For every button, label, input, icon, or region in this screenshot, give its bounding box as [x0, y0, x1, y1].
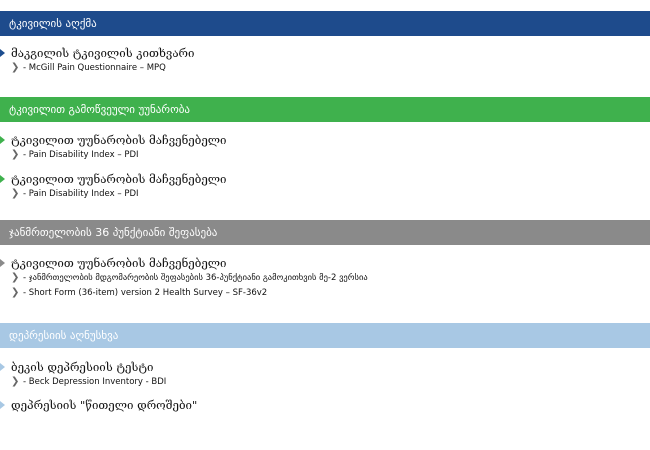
item-title-row: ტკივილით უუნარობის მაჩვენებელი [0, 172, 650, 186]
item-title: ტკივილით უუნარობის მაჩვენებელი [11, 172, 227, 186]
triangle-bullet-icon [0, 401, 5, 409]
triangle-bullet-icon [0, 136, 5, 144]
section-header-sf36[interactable]: ჯანმრთელობის 36 პუნქტიანი შეფასება [0, 220, 650, 245]
triangle-bullet-icon [0, 259, 5, 267]
item-subtitle-row: ❯- ჯანმრთელობის მდგომარეობის შეფასების 3… [0, 271, 650, 285]
item-title-row: ტკივილით უუნარობის მაჩვენებელი [0, 133, 650, 147]
chevron-right-icon: ❯ [11, 62, 20, 73]
triangle-bullet-icon [0, 49, 5, 57]
list-item-pdi-1[interactable]: ტკივილით უუნარობის მაჩვენებელი ❯- Pain D… [0, 133, 650, 162]
chevron-right-icon: ❯ [11, 149, 20, 160]
section-title: დეპრესიის აღნუსხვა [9, 329, 119, 342]
item-subtitle: - Beck Depression Inventory - BDI [23, 377, 167, 387]
section-header-pain-disability[interactable]: ტკივილით გამოწვეული უუნარობა [0, 97, 650, 122]
list-item-red-flags[interactable]: დეპრესიის "წითელი დროშები" [0, 398, 650, 412]
item-subtitle: - ჯანმრთელობის მდგომარეობის შეფასების 36… [23, 273, 368, 283]
chevron-right-icon: ❯ [11, 287, 20, 298]
item-title-row: ტკივილით უუნარობის მაჩვენებელი [0, 256, 650, 270]
item-subtitle: - Pain Disability Index – PDI [23, 189, 139, 199]
item-title: ბეკის დეპრესიის ტესტი [11, 360, 154, 374]
item-title: ტკივილით უუნარობის მაჩვენებელი [11, 133, 227, 147]
item-subtitle: - McGill Pain Questionnaire – MPQ [23, 63, 166, 73]
item-title-row: დეპრესიის "წითელი დროშები" [0, 398, 650, 412]
list-item-sf36[interactable]: ტკივილით უუნარობის მაჩვენებელი ❯- ჯანმრთ… [0, 256, 650, 300]
list-item-pdi-2[interactable]: ტკივილით უუნარობის მაჩვენებელი ❯- Pain D… [0, 172, 650, 201]
item-subtitle-row: ❯- Pain Disability Index – PDI [0, 187, 650, 201]
triangle-bullet-icon [0, 363, 5, 371]
item-title: დეპრესიის "წითელი დროშები" [11, 398, 198, 412]
item-title: ტკივილით უუნარობის მაჩვენებელი [11, 256, 227, 270]
chevron-right-icon: ❯ [11, 272, 20, 283]
item-subtitle-row: ❯- Pain Disability Index – PDI [0, 148, 650, 162]
item-subtitle-row: ❯- Beck Depression Inventory - BDI [0, 375, 650, 389]
chevron-right-icon: ❯ [11, 376, 20, 387]
section-header-pain-perception[interactable]: ტკივილის აღქმა [0, 11, 650, 36]
list-item-mpq[interactable]: მაკგილის ტკივილის კითხვარი ❯- McGill Pai… [0, 46, 650, 75]
section-title: ტკივილით გამოწვეული უუნარობა [9, 103, 190, 116]
chevron-right-icon: ❯ [11, 188, 20, 199]
item-subtitle: - Pain Disability Index – PDI [23, 150, 139, 160]
item-title-row: ბეკის დეპრესიის ტესტი [0, 360, 650, 374]
section-header-depression[interactable]: დეპრესიის აღნუსხვა [0, 323, 650, 348]
list-item-bdi[interactable]: ბეკის დეპრესიის ტესტი ❯- Beck Depression… [0, 360, 650, 389]
section-title: ჯანმრთელობის 36 პუნქტიანი შეფასება [9, 226, 218, 239]
item-subtitle-row: ❯- Short Form (36-item) version 2 Health… [0, 286, 650, 300]
item-title: მაკგილის ტკივილის კითხვარი [11, 46, 195, 60]
item-subtitle: - Short Form (36-item) version 2 Health … [23, 288, 268, 298]
section-title: ტკივილის აღქმა [9, 17, 97, 30]
item-title-row: მაკგილის ტკივილის კითხვარი [0, 46, 650, 60]
item-subtitle-row: ❯- McGill Pain Questionnaire – MPQ [0, 61, 650, 75]
triangle-bullet-icon [0, 175, 5, 183]
